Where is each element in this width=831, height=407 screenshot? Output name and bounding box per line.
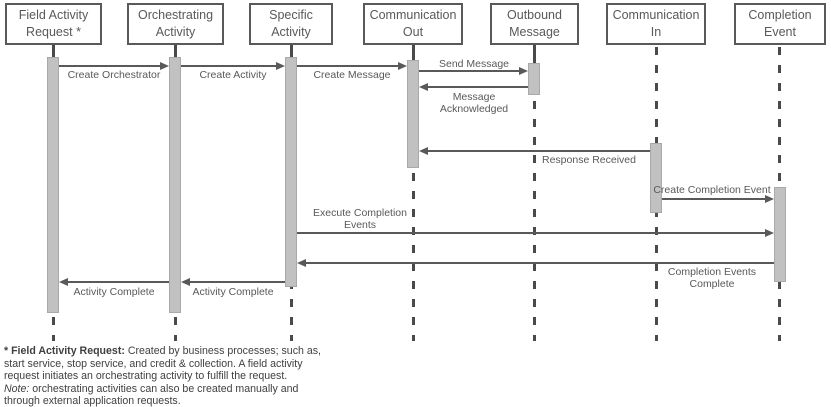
message-arrow-create-completion-event [662, 198, 766, 200]
activation-bar-completion-event [774, 187, 786, 282]
message-label: Create Completion Event [653, 184, 771, 196]
actor-box-orchestrating-activity: Orchestrating Activity [127, 3, 224, 45]
actor-label: Communication Out [369, 8, 457, 39]
message-label: Create Orchestrator [67, 69, 161, 81]
message-label: Activity Complete [192, 286, 274, 298]
arrowhead-right-icon [276, 61, 285, 70]
lifeline-stub [412, 45, 415, 61]
actor-label: Specific Activity [269, 8, 313, 39]
actor-box-specific-activity: Specific Activity [249, 3, 333, 45]
activation-bar-orchestrating-activity [169, 57, 181, 313]
message-arrow-execute-completion-events [297, 232, 766, 234]
message-arrow-response-received [428, 150, 650, 152]
lifeline-stub [290, 45, 293, 58]
lifeline-stub [533, 45, 536, 64]
message-label: Activity Complete [73, 286, 155, 298]
actor-label: Completion Event [748, 8, 812, 39]
message-arrow-create-activity [181, 65, 277, 67]
activation-bar-communication-out [407, 60, 419, 168]
message-label: Message Acknowledged [439, 91, 509, 115]
arrowhead-right-icon [765, 194, 774, 203]
lifeline-outbound-message [533, 47, 536, 341]
footnote-bold-label: * Field Activity Request: [4, 345, 125, 357]
activation-bar-outbound-message [528, 63, 540, 95]
actor-box-field-activity-request: Field Activity Request * [5, 3, 102, 45]
arrowhead-left-icon [419, 82, 428, 91]
activation-bar-communication-in [650, 143, 662, 213]
activation-bar-field-activity-request [47, 57, 59, 313]
arrowhead-right-icon [519, 66, 528, 75]
actor-box-completion-event: Completion Event [734, 3, 826, 45]
footnote-body: Created by business processes; such as, … [4, 345, 321, 382]
actor-box-outbound-message: Outbound Message [490, 3, 579, 45]
arrowhead-right-icon [765, 228, 774, 237]
footnote-note-label: Note: [4, 382, 30, 395]
lifeline-stub [52, 45, 55, 58]
message-label: Create Message [313, 69, 391, 81]
message-arrow-completion-events-complete [306, 262, 774, 264]
arrowhead-left-icon [297, 258, 306, 267]
actor-box-communication-in: Communication In [606, 3, 706, 45]
message-arrow-create-orchestrator [59, 65, 161, 67]
arrowhead-right-icon [160, 61, 169, 70]
message-arrow-send-message [419, 70, 520, 72]
activation-bar-specific-activity [285, 57, 297, 287]
arrowhead-right-icon [398, 61, 407, 70]
message-label: Send Message [438, 58, 510, 70]
message-arrow-create-message [297, 65, 399, 67]
message-arrow-message-acknowledged [428, 86, 528, 88]
message-label: Response Received [542, 154, 636, 166]
message-arrow-activity-complete-1 [190, 281, 285, 283]
footnote: * Field Activity Request: Created by bus… [4, 345, 326, 407]
lifeline-communication-out [412, 47, 415, 341]
footnote-note-body: orchestrating activities can also be cre… [4, 382, 299, 407]
actor-label: Field Activity Request * [18, 8, 89, 39]
message-label: Completion Events Complete [667, 266, 757, 290]
message-label: Execute Completion Events [313, 207, 407, 231]
actor-box-communication-out: Communication Out [363, 3, 463, 45]
actor-label: Communication In [612, 8, 700, 39]
arrowhead-left-icon [59, 277, 68, 286]
arrowhead-left-icon [419, 146, 428, 155]
lifeline-stub [174, 45, 177, 58]
actor-label: Orchestrating Activity [137, 8, 214, 39]
message-label: Create Activity [199, 69, 267, 81]
message-arrow-activity-complete-2 [68, 281, 169, 283]
arrowhead-left-icon [181, 277, 190, 286]
actor-label: Outbound Message [507, 8, 562, 39]
